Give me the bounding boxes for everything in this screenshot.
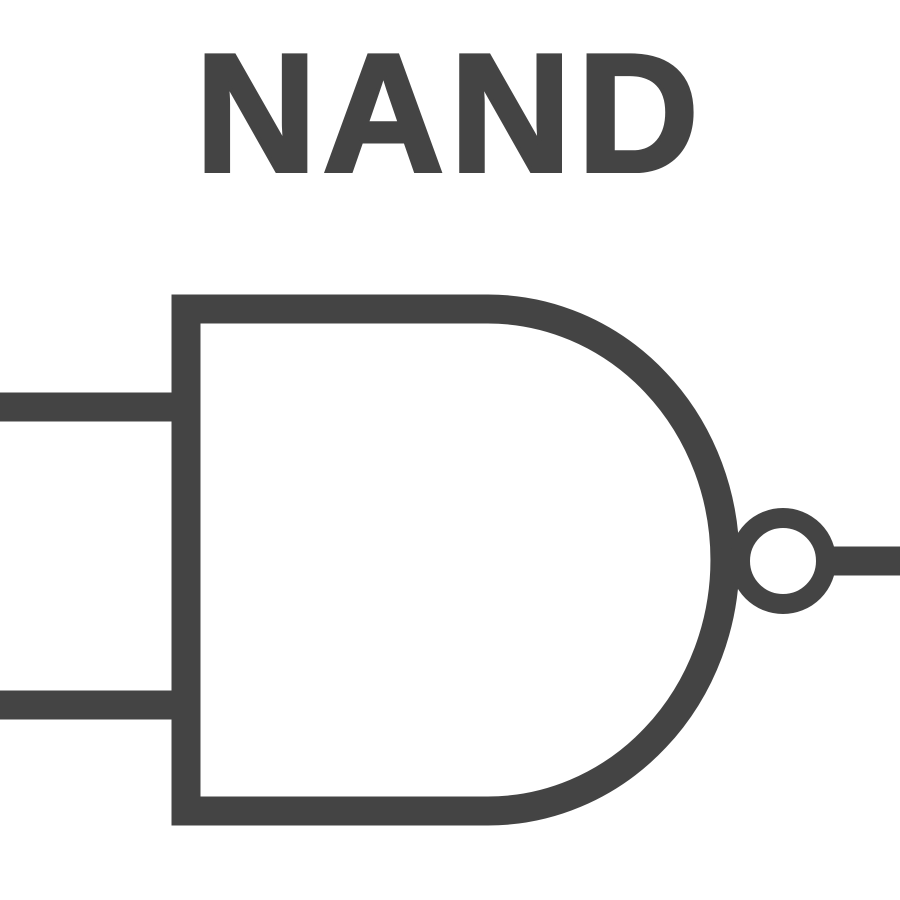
inversion-bubble: [730, 508, 836, 614]
gate-body: [171, 294, 740, 826]
gate-title: NAND: [193, 19, 705, 207]
